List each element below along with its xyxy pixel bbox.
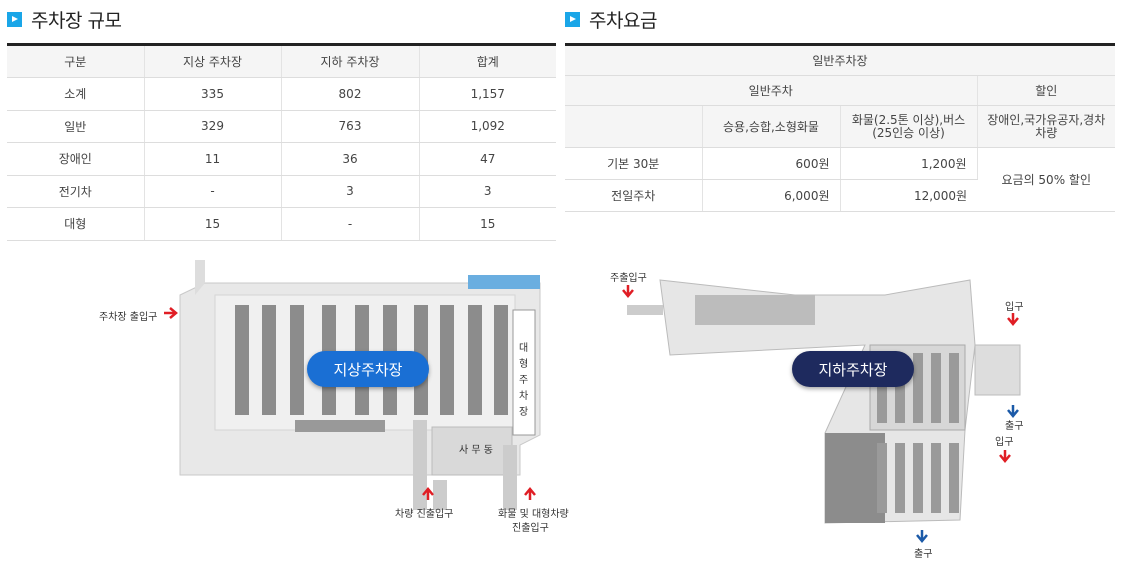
cell: 763 [281, 110, 420, 143]
car-gate-label: 차량 진출입구 [395, 509, 454, 520]
fee-header-discount: 할인 [977, 75, 1115, 106]
parking-fee-table: 일반주차장 일반주차 할인 승용,승합,소형화물 화물(2.5톤 이상),버스 … [565, 43, 1115, 212]
cell: 329 [144, 110, 282, 143]
underground-parking-map: 주출입구 입구 출구 입구 출구 지하주차장 [565, 255, 1124, 563]
discount-cell: 요금의 50% 할인 [977, 147, 1115, 212]
cell: 11 [144, 142, 282, 176]
cell: 802 [281, 77, 420, 111]
cell: - [144, 175, 282, 208]
play-square-icon [565, 12, 580, 27]
cell: 335 [144, 77, 282, 111]
truck-gate-label-1: 화물 및 대형차량 [498, 509, 569, 520]
col-underground: 지하 주차장 [281, 44, 420, 78]
cell: 소계 [7, 77, 145, 111]
cell: 15 [419, 207, 556, 241]
cell: 3 [419, 175, 556, 208]
cell: 대형 [7, 207, 145, 241]
cell: 47 [419, 142, 556, 176]
main-gate-label: 주출입구 [610, 273, 647, 284]
cell: 1,200원 [840, 147, 978, 180]
cell: 전기차 [7, 175, 145, 208]
scale-section-header: 주차장 규모 [7, 6, 122, 33]
fee-title: 주차요금 [589, 10, 657, 32]
cell: 600원 [702, 147, 841, 180]
cell: 1,092 [419, 110, 556, 143]
fee-section-header: 주차요금 [565, 6, 657, 33]
cell: 3 [281, 175, 420, 208]
table-row: 기본 30분 600원 1,200원 요금의 50% 할인 [565, 147, 1115, 212]
fee-header-disabled: 장애인,국가유공자,경차 차량 [977, 105, 1115, 148]
fee-header-car: 승용,승합,소형화물 [702, 105, 841, 148]
col-ground: 지상 주차장 [144, 44, 282, 78]
ground-entrance-label: 주차장 출입구 [99, 312, 158, 323]
col-total: 합계 [419, 44, 556, 78]
ground-parking-badge: 지상주차장 [307, 351, 429, 387]
truck-gate-label-2: 진출입구 [512, 523, 549, 534]
cell: 1,157 [419, 77, 556, 111]
cell: - [281, 207, 420, 241]
table-header-row: 구분 지상 주차장 지하 주차장 합계 [7, 44, 556, 78]
cell: 전일주차 [565, 179, 703, 212]
fee-header-blank [565, 105, 703, 148]
cell: 기본 30분 [565, 147, 703, 180]
cell: 6,000원 [702, 179, 841, 212]
ground-map-drawing [164, 260, 541, 510]
table-row: 전일주차 6,000원 12,000원 [565, 179, 1115, 212]
entrance-1-label: 입구 [1005, 302, 1024, 313]
exit-1-label: 출구 [1005, 421, 1024, 432]
col-category: 구분 [7, 44, 145, 78]
fee-header-truck: 화물(2.5톤 이상),버스 (25인승 이상) [840, 105, 978, 148]
under-map-drawing [622, 279, 1021, 543]
cell: 36 [281, 142, 420, 176]
scale-title: 주차장 규모 [31, 10, 122, 32]
fee-header-top: 일반주차장 [565, 44, 1115, 76]
entrance-2-label: 입구 [995, 437, 1014, 448]
cell: 장애인 [7, 142, 145, 176]
exit-2-label: 출구 [914, 549, 933, 560]
cell: 12,000원 [840, 179, 977, 212]
cell: 일반 [7, 110, 145, 143]
play-square-icon [7, 12, 22, 27]
underground-parking-badge: 지하주차장 [792, 351, 914, 387]
cell: 15 [144, 207, 282, 241]
fee-header-general: 일반주차 [565, 75, 978, 106]
office-label: 사 무 동 [459, 445, 493, 456]
